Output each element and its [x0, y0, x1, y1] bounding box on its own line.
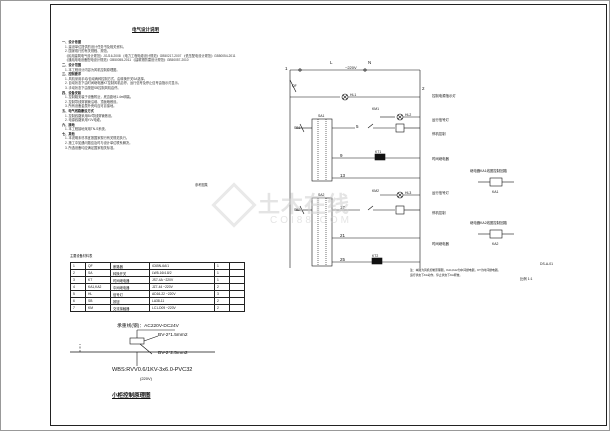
- hl3-label: HL3: [405, 191, 412, 195]
- notes-line: 四、设备安装: [62, 90, 82, 95]
- notes-title: 电气设计说明: [132, 27, 159, 32]
- cable-wire1-label: BV-2*1.5mm2: [158, 333, 188, 338]
- hl1-label: HL1: [350, 93, 357, 97]
- reference-atlas-label: 参考图集: [195, 183, 208, 187]
- notes-line: 1. 本工程设计内容为风机控制原理图。: [65, 67, 120, 72]
- cable-top-label: 承重线(钢)：AC220V-DC24V: [117, 324, 179, 329]
- cable-wire2-label: BV-2*2.5mm2: [158, 351, 188, 356]
- notes-line: 二、设计范围: [62, 62, 82, 67]
- rung-description: 运行信号灯: [432, 118, 449, 122]
- qf-label: QF: [292, 84, 297, 88]
- notes-line: 3. 所有设备金属外壳均应可靠接地。: [65, 104, 117, 109]
- cable-main-label: WBS:RVV0.6/1KV-3x6.0-PVC32: [112, 367, 193, 373]
- node-9-label: 9: [340, 153, 343, 158]
- kt2-coil: [371, 257, 383, 265]
- ka2-label: KA2: [492, 242, 499, 246]
- notes-line: 一、设计依据: [62, 40, 82, 44]
- notes-line: 2. 施工中如遇问题应及时与设计单位联系解决。: [65, 141, 133, 146]
- node-2-label: 2: [422, 86, 425, 91]
- cable-wire1-leader: [143, 335, 159, 342]
- node-13-label: 13: [340, 173, 346, 178]
- notes-line: 《民用建筑电气设计规范》JGJ16-2008 《电力工程电缆设计规范》GB502…: [65, 53, 236, 58]
- watermark-text: 土木在线: [258, 192, 351, 217]
- ka2-coil-symbol: [489, 229, 503, 239]
- sb1-label: SB1: [294, 126, 301, 130]
- notes-line: 1. 控制箱安装于设备附近，底边距地1.4m明装。: [65, 95, 134, 100]
- cable-junction-box: [129, 337, 145, 345]
- rung-description: 时间继电器: [432, 242, 449, 246]
- qf-contact: [289, 79, 297, 93]
- rung-description: 停机控制: [432, 211, 446, 215]
- rung-description: 停机控制: [432, 132, 446, 136]
- kt1-label: KT1: [375, 150, 382, 154]
- notes-line: 五、电气线路敷设方式: [62, 108, 94, 113]
- node-25-label: 25: [340, 257, 346, 262]
- node-17-label: 17: [340, 205, 346, 210]
- neutral-n-label: N: [368, 60, 372, 65]
- cable-sub-label: (220V): [140, 376, 153, 381]
- notes-line: 1. 风机采用手动/自动两种控制方式，由转换开关SA选择。: [65, 76, 147, 81]
- node-5-label: 5: [356, 124, 359, 129]
- sheet-inner-border: [50, 4, 607, 426]
- sheet-scale: 比例 1:1: [520, 277, 533, 281]
- rung-description: 控制电源指示灯: [432, 94, 456, 98]
- rung-description: 时间继电器: [432, 157, 449, 161]
- notes-line: 1. 本说明未尽事宜按国家现行有关规范执行。: [65, 136, 130, 141]
- hl2-label: HL2: [405, 113, 412, 117]
- notes-line: 三、控制要求: [62, 72, 82, 77]
- sa2-switch-block: [311, 197, 333, 267]
- node-21-label: 21: [340, 233, 346, 238]
- side-note-bottom: 继电器KA2线圈控制回路: [470, 221, 507, 225]
- rung-description: 运行信号灯: [432, 191, 449, 195]
- equipment-table-caption: 主要设备材料表: [70, 254, 93, 258]
- watermark-logo-icon: [211, 182, 257, 228]
- sb2-contact: [299, 205, 305, 215]
- sa1-label: SA1: [318, 114, 325, 118]
- cable-wire2-leader: [139, 343, 153, 355]
- watermark-subtext: COI88.COM: [270, 215, 353, 226]
- notes-line: 3. 所选设备均应满足国家相关标准。: [65, 145, 117, 150]
- supply-voltage-label: ~220V: [345, 65, 357, 70]
- ka1-label: KA1: [492, 190, 499, 194]
- node-1-label: 1: [285, 66, 288, 71]
- notes-line: 2. 国家现行的有关规程、规范。: [65, 49, 110, 54]
- notes-line: 2. 自动状态下由时间继电器KT控制风机启停，运行信号及停止信号由指示灯显示。: [65, 81, 181, 86]
- sb1-contact: [299, 123, 305, 133]
- side-note-top: 继电器KA1线圈控制回路: [470, 169, 507, 173]
- notes-line: 2. 电源线路采用YJV电缆。: [65, 118, 104, 123]
- kt1-coil: [374, 153, 386, 161]
- sheet-number: DS-A-01: [540, 262, 554, 266]
- terminal-l: [298, 68, 302, 72]
- schematic-note-1: 注：本图为风机控制原理图，KA1,KA2为中间继电器，KT为时间继电器。: [410, 268, 501, 272]
- schematic-note-2: 运行状态下KA动作，停止状态下KA释放。: [410, 273, 463, 277]
- notes-line: 1. 建设单位提供的设计任务书及相关资料。: [65, 44, 126, 49]
- sa1-switch-block: [311, 118, 333, 182]
- notes-line: 1. 本工程接地采用TN-S系统。: [65, 127, 108, 132]
- sa2-label: SA2: [318, 193, 325, 197]
- ka1-coil-symbol: [489, 177, 503, 187]
- drawing-title: 小柜控制原理图: [112, 393, 151, 399]
- notes-line: 七、其他: [62, 131, 75, 136]
- km2-label: KM2: [372, 189, 379, 193]
- table-cell: [229, 304, 245, 312]
- terminal-n: [363, 68, 367, 72]
- rung5-contact: [367, 123, 374, 129]
- km1-label: KM1: [372, 107, 379, 111]
- phase-l-label: L: [330, 60, 333, 65]
- notes-line: 2. 控制导线穿钢管沿墙、顶板暗敷设。: [65, 99, 120, 104]
- kt2-label: KT2: [372, 254, 379, 258]
- notes-line: 3. 手动状态下由按钮SB控制风机启停。: [65, 85, 121, 90]
- km1-coil: [395, 123, 405, 133]
- sb2-label: SB2: [294, 208, 301, 212]
- notes-line: 六、接地: [62, 122, 75, 127]
- notes-line: 1. 控制线路采用BV导线穿管敷设。: [65, 113, 115, 118]
- watermark: 土木在线 COI88.COM: [211, 182, 418, 235]
- notes-line: 《通用用电设备配电设计规范》GB50055-2011 《建筑物防雷设计规范》GB…: [65, 58, 189, 63]
